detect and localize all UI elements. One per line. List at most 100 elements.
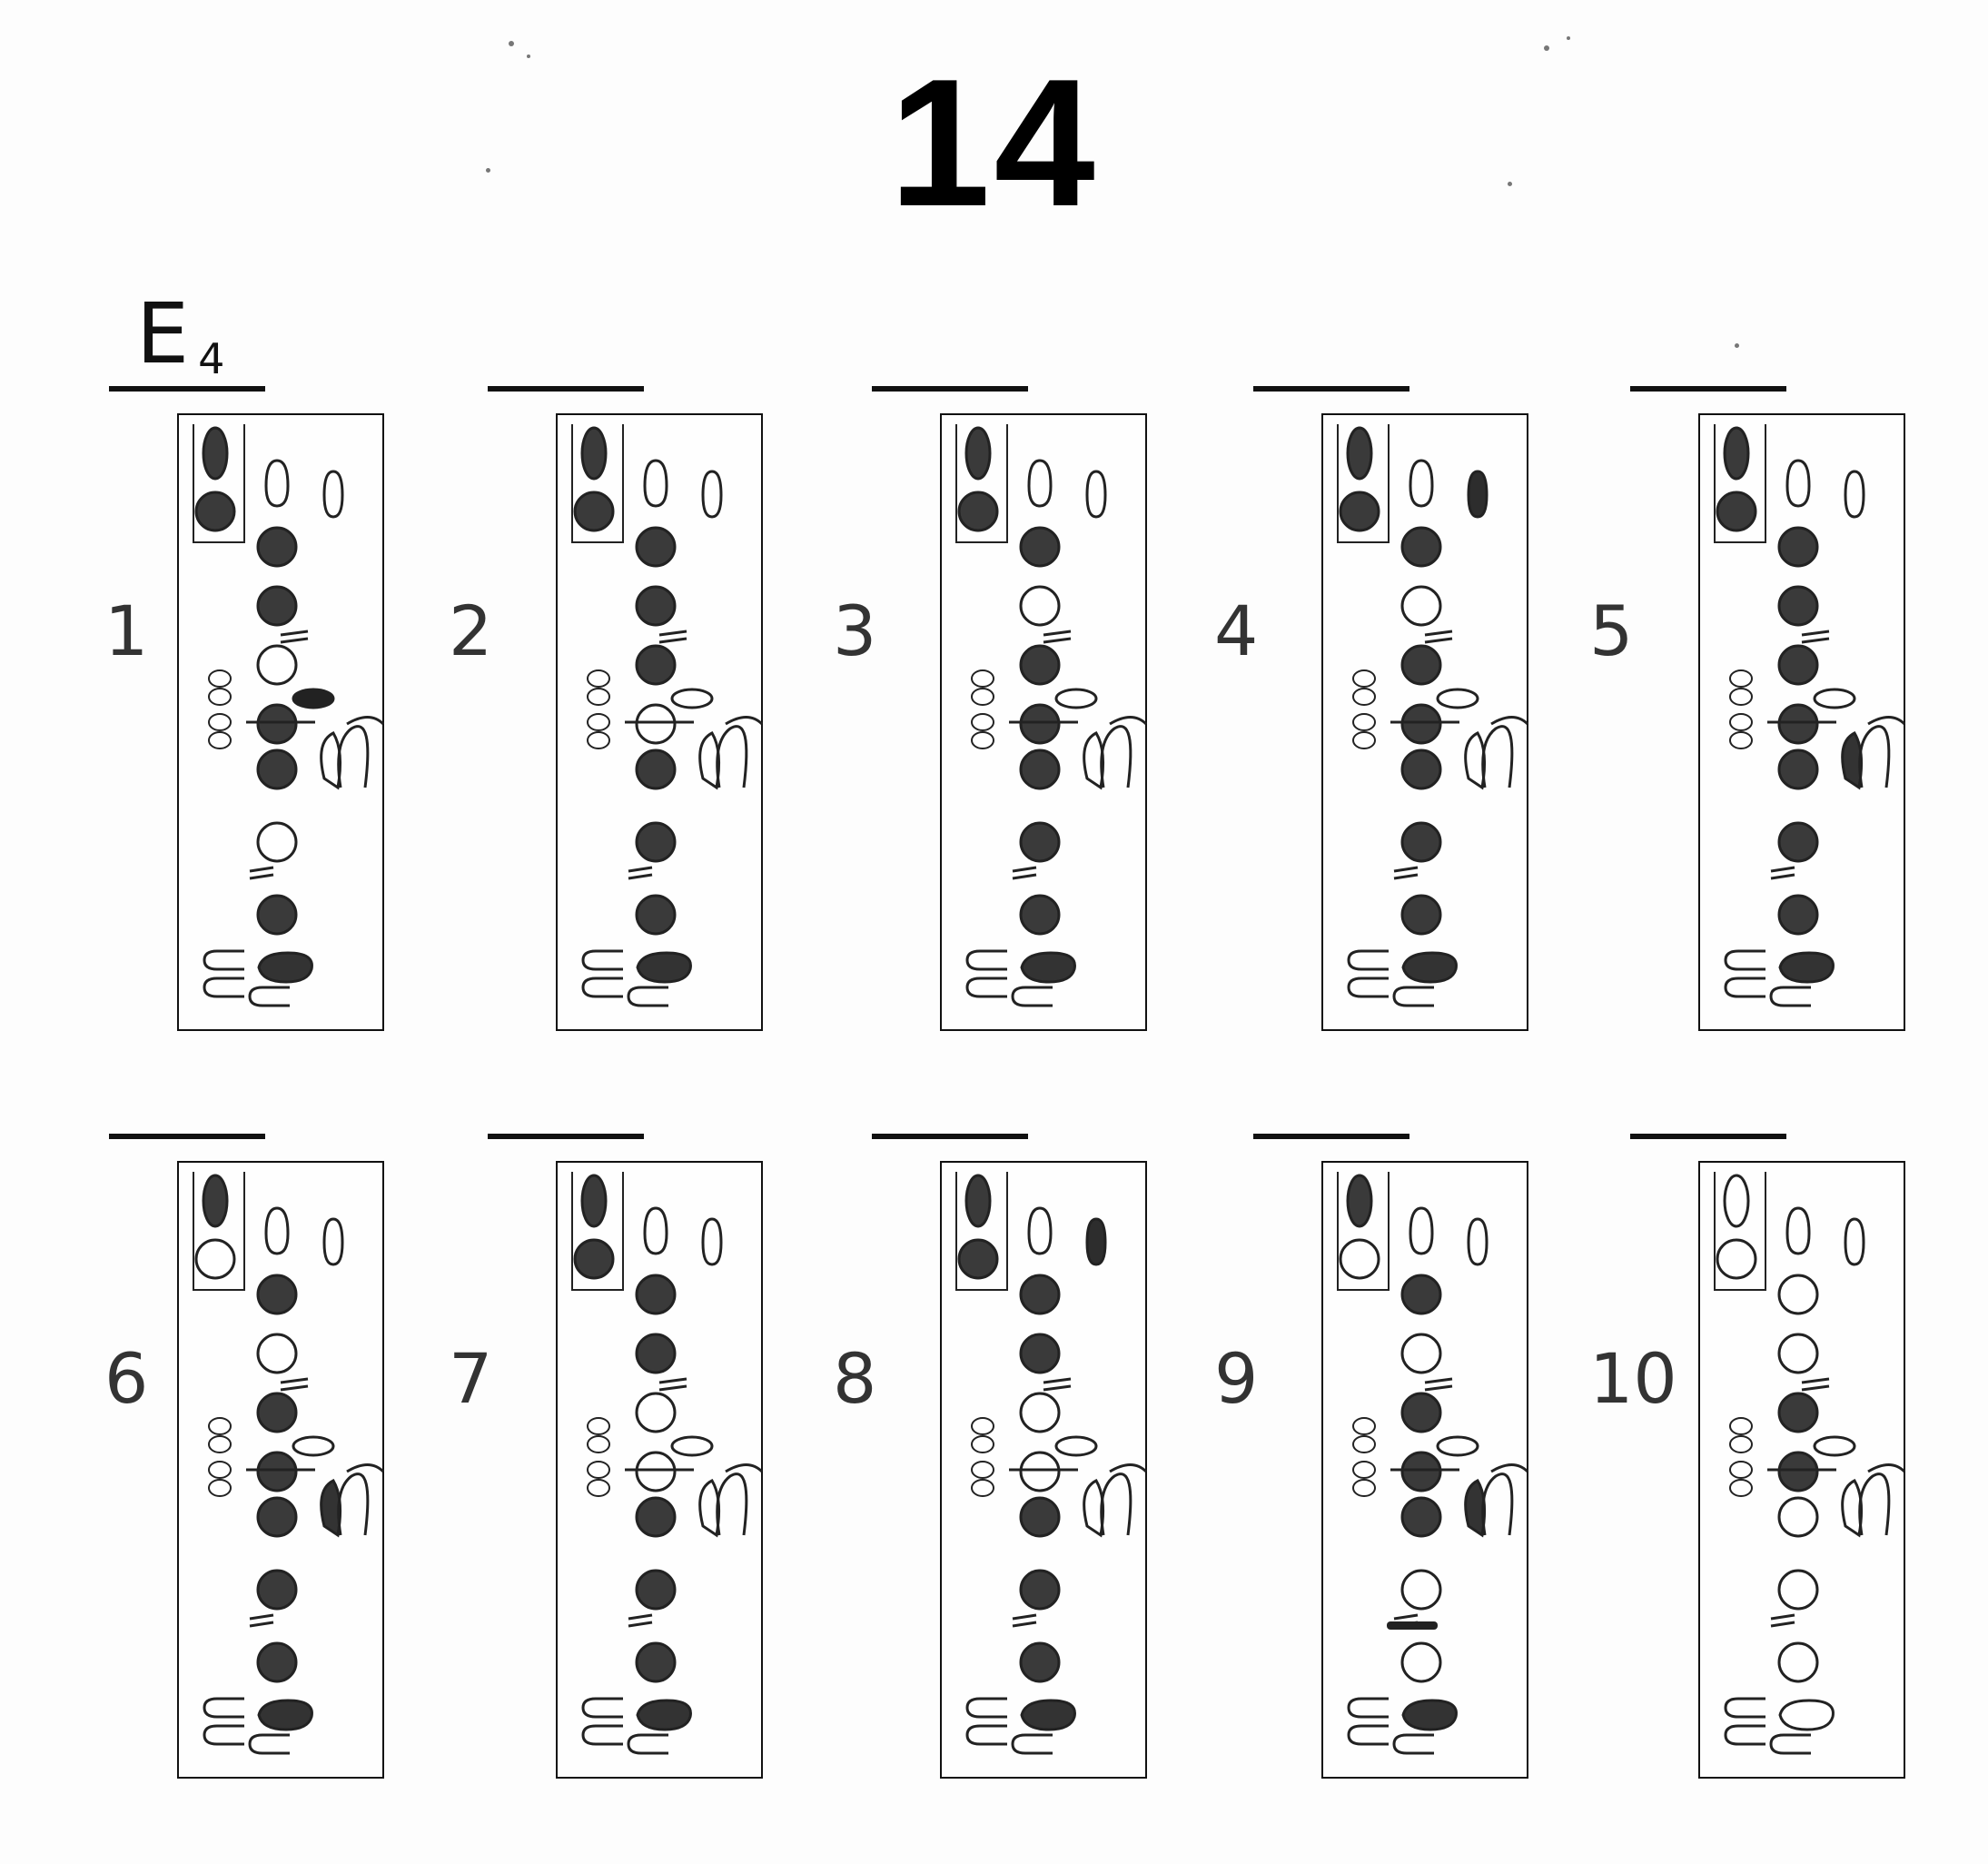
chart-number: 5 bbox=[1589, 590, 1634, 671]
trill-key bbox=[1085, 470, 1107, 519]
upper-tone-hole bbox=[1400, 526, 1442, 568]
fingering-diagram bbox=[1321, 1161, 1529, 1779]
side-key bbox=[292, 688, 335, 709]
upper-tone-hole bbox=[256, 1333, 298, 1374]
fingering-diagram bbox=[1698, 413, 1906, 1031]
lower-tone-hole bbox=[1019, 1641, 1061, 1683]
lower-tone-hole bbox=[1400, 1569, 1442, 1611]
lower-tone-hole bbox=[1019, 894, 1061, 936]
upper-tone-hole bbox=[1400, 1392, 1442, 1433]
answer-blank-line bbox=[488, 1134, 644, 1139]
lower-tone-hole bbox=[635, 1641, 677, 1683]
lower-tone-hole bbox=[256, 1569, 298, 1611]
upper-tone-hole bbox=[635, 585, 677, 627]
side-key bbox=[1054, 688, 1098, 709]
chart-number: 7 bbox=[449, 1338, 493, 1419]
fingering-keys bbox=[1714, 424, 1906, 1007]
thumb-octave-key bbox=[964, 426, 992, 481]
lower-tone-hole bbox=[1400, 894, 1442, 936]
answer-blank-line bbox=[872, 386, 1028, 392]
chart-number: 1 bbox=[104, 590, 149, 671]
lower-tone-hole bbox=[1777, 1569, 1819, 1611]
chart-number: 4 bbox=[1214, 590, 1259, 671]
lower-tone-hole bbox=[1019, 1569, 1061, 1611]
fingering-diagram bbox=[177, 1161, 385, 1779]
answer-blank-line bbox=[109, 1134, 265, 1139]
upper-tone-hole bbox=[1019, 1451, 1061, 1492]
answer-blank-line bbox=[1253, 386, 1409, 392]
fingering-keys bbox=[1337, 1172, 1529, 1755]
fingering-keys bbox=[193, 424, 385, 1007]
upper-tone-hole bbox=[635, 1333, 677, 1374]
upper-tone-hole bbox=[1019, 644, 1061, 686]
note-octave: 4 bbox=[198, 334, 225, 383]
pinky-key bbox=[1020, 1699, 1076, 1731]
lower-tone-hole bbox=[256, 821, 298, 863]
lower-tone-hole bbox=[1400, 1641, 1442, 1683]
chart-number: 6 bbox=[104, 1338, 149, 1419]
trill-key bbox=[701, 470, 723, 519]
thumb-octave-key bbox=[202, 1174, 229, 1228]
thumb-hole bbox=[1716, 1238, 1757, 1280]
thumb-hole bbox=[194, 491, 236, 532]
answer-blank-line bbox=[1630, 1134, 1786, 1139]
lower-tone-hole bbox=[1777, 821, 1819, 863]
pinky-key bbox=[636, 1699, 692, 1731]
trill-key bbox=[322, 1217, 344, 1266]
trill-key bbox=[322, 470, 344, 519]
upper-tone-hole bbox=[1019, 1392, 1061, 1433]
lower-tone-hole bbox=[1777, 749, 1819, 790]
upper-tone-hole bbox=[1019, 703, 1061, 745]
answer-blank-line bbox=[872, 1134, 1028, 1139]
fingering-keys bbox=[571, 1172, 764, 1755]
thumb-hole bbox=[1339, 1238, 1380, 1280]
upper-tone-hole bbox=[1777, 644, 1819, 686]
fingering-diagram bbox=[940, 413, 1148, 1031]
upper-tone-hole bbox=[635, 1392, 677, 1433]
lower-tone-hole bbox=[635, 1496, 677, 1538]
lower-tone-hole bbox=[1777, 894, 1819, 936]
upper-tone-hole bbox=[1019, 526, 1061, 568]
upper-tone-hole bbox=[256, 1451, 298, 1492]
thumb-octave-key bbox=[1723, 1174, 1750, 1228]
thumb-hole bbox=[957, 491, 999, 532]
lower-tone-hole bbox=[1019, 749, 1061, 790]
pinky-key bbox=[1020, 951, 1076, 984]
lower-tone-hole bbox=[1019, 821, 1061, 863]
upper-tone-hole bbox=[1777, 1274, 1819, 1315]
thumb-hole bbox=[957, 1238, 999, 1280]
trill-key bbox=[1844, 470, 1865, 519]
upper-tone-hole bbox=[1400, 1333, 1442, 1374]
thumb-octave-key bbox=[1723, 426, 1750, 481]
lower-tone-hole bbox=[635, 894, 677, 936]
side-key bbox=[1054, 1435, 1098, 1457]
upper-tone-hole bbox=[635, 644, 677, 686]
fingering-diagram bbox=[1321, 413, 1529, 1031]
fingering-keys bbox=[955, 1172, 1148, 1755]
trill-key bbox=[1844, 1217, 1865, 1266]
chart-number: 3 bbox=[833, 590, 877, 671]
lower-tone-hole bbox=[256, 1641, 298, 1683]
lower-tone-hole bbox=[1777, 1496, 1819, 1538]
upper-tone-hole bbox=[256, 1274, 298, 1315]
page-title: 14 bbox=[889, 42, 1099, 244]
side-key bbox=[670, 1435, 714, 1457]
upper-tone-hole bbox=[1777, 585, 1819, 627]
answer-blank-line bbox=[1253, 1134, 1409, 1139]
fingering-diagram bbox=[1698, 1161, 1906, 1779]
pinky-key bbox=[1401, 1699, 1458, 1731]
fingering-diagram bbox=[556, 413, 764, 1031]
lower-side-key bbox=[1387, 1621, 1438, 1630]
pinky-key bbox=[257, 951, 313, 984]
upper-tone-hole bbox=[1400, 703, 1442, 745]
pinky-key bbox=[1401, 951, 1458, 984]
lower-tone-hole bbox=[1777, 1641, 1819, 1683]
answer-blank-line bbox=[1630, 386, 1786, 392]
fingering-diagram bbox=[177, 413, 385, 1031]
lower-tone-hole bbox=[635, 749, 677, 790]
fingering-keys bbox=[571, 424, 764, 1007]
upper-tone-hole bbox=[1777, 1333, 1819, 1374]
fingering-diagram bbox=[940, 1161, 1148, 1779]
fingering-keys bbox=[1337, 424, 1529, 1007]
lower-tone-hole bbox=[256, 894, 298, 936]
